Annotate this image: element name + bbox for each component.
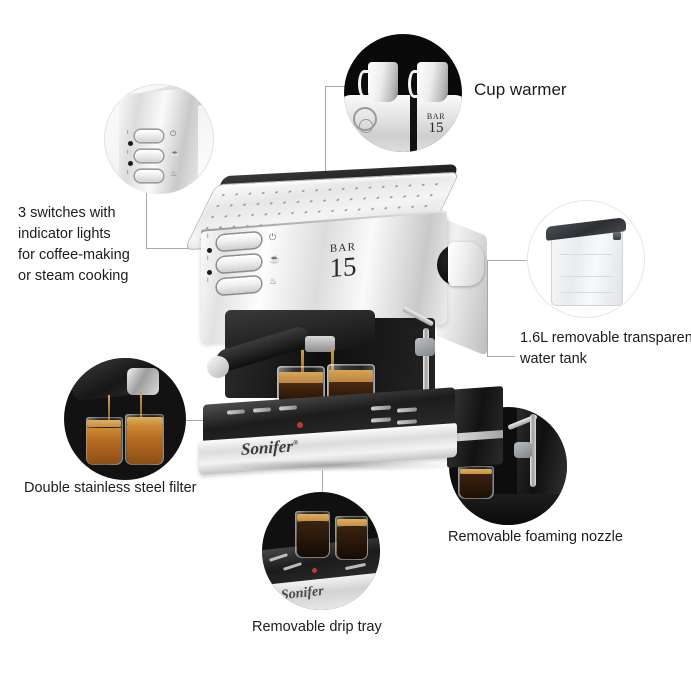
- machine-ground-shadow: [215, 460, 465, 472]
- callout-label-switches: 3 switches with indicator lights for cof…: [18, 205, 130, 284]
- steam-wand-grip-main: [415, 338, 435, 356]
- cup-handle: [358, 69, 371, 98]
- pressure-dial-arc-inner: [359, 118, 374, 133]
- callout-label-double-filter: Double stainless steel filter: [24, 480, 197, 496]
- switch-steam: [134, 169, 164, 182]
- brand-registered-mark: ®: [292, 438, 299, 447]
- espresso-stream-left: [107, 394, 111, 422]
- crema-layer: [336, 518, 367, 526]
- bar-value: 15: [329, 250, 357, 284]
- espresso-glass-back: [335, 515, 369, 561]
- callout-label-cup-warmer: Cup warmer: [474, 80, 567, 99]
- coffee-liquid: [87, 427, 122, 464]
- steam-icon-main: ♨: [269, 276, 278, 286]
- foaming-nozzle-scene: [449, 407, 567, 525]
- cup-body: [367, 62, 399, 103]
- double-filter-scene: [64, 358, 186, 480]
- switch-tick-coffee-main: I: [207, 256, 209, 262]
- bar-15-badge-callout: BAR 15: [412, 112, 459, 136]
- coffee-liquid: [459, 473, 493, 498]
- water-tank-scene: [527, 200, 645, 318]
- switch-tick-power: I: [127, 130, 129, 137]
- crema-layer: [126, 417, 163, 426]
- indicator-light-coffee: [128, 161, 134, 166]
- drip-tray-float-indicator: [311, 567, 317, 573]
- cup-warmer-scene: BAR 15: [344, 34, 462, 152]
- callout-image-double-filter: [64, 358, 186, 480]
- callout-image-cup-warmer: BAR 15: [344, 34, 462, 152]
- indicator-light-power: [128, 141, 134, 147]
- drip-tray: [449, 494, 567, 525]
- switch-power: [134, 130, 164, 143]
- espresso-machine-main-image: BAR 15 I I I ⏻ ☕ ♨: [183, 160, 503, 500]
- drip-tray-float-indicator-main: [297, 422, 303, 428]
- steam-wand-grip: [513, 442, 532, 458]
- steam-wand: [530, 414, 537, 488]
- leader-line-cup-warmer-horizontal: [325, 86, 357, 87]
- portafilter-spout-block: [305, 336, 335, 352]
- machine-dark-band: [410, 90, 418, 152]
- coffee-liquid: [126, 424, 163, 464]
- switch-panel-scene: I I I ⏻ ☕ ♨: [104, 84, 214, 194]
- water-level-mark: [560, 292, 612, 294]
- callout-label-drip-tray: Removable drip tray: [252, 619, 382, 635]
- power-icon: ⏻: [170, 129, 177, 139]
- leader-line-switches-vertical: [146, 193, 147, 248]
- callout-image-water-tank: [527, 200, 645, 318]
- water-tank-body: [550, 230, 624, 306]
- crema-layer: [87, 419, 122, 428]
- crema-layer: [329, 370, 373, 383]
- bar-value: 15: [428, 119, 444, 136]
- steam-icon: ♨: [170, 168, 178, 178]
- espresso-glass-left: [85, 416, 123, 466]
- indicator-light-coffee-main: [207, 270, 212, 275]
- water-level-mark: [560, 254, 612, 256]
- switch-tick-power-main: I: [207, 234, 209, 240]
- switch-tick-steam-main: I: [207, 278, 209, 284]
- brand-name: Sonifer: [241, 436, 293, 460]
- switch-tick-steam: I: [127, 169, 129, 176]
- crema-layer: [279, 372, 323, 385]
- drip-tray-scene: Sonifer: [262, 492, 380, 610]
- callout-image-switches: I I I ⏻ ☕ ♨: [104, 84, 214, 194]
- crema-layer: [459, 469, 493, 475]
- leader-line-cup-warmer-vertical: [325, 86, 326, 186]
- warmed-cup-left: [358, 62, 399, 103]
- espresso-stream-left-main: [301, 350, 304, 380]
- coffee-cup-icon-main: ☕: [269, 254, 281, 264]
- indicator-light-power-main: [207, 248, 212, 253]
- espresso-glass: [458, 466, 494, 500]
- espresso-glass-right: [125, 414, 165, 466]
- coffee-liquid: [336, 526, 367, 559]
- steam-control-knob[interactable]: [448, 242, 484, 286]
- switch-coffee: [134, 150, 164, 163]
- switch-tick-coffee: I: [127, 150, 129, 157]
- portafilter-handle-end-cap: [207, 356, 229, 378]
- espresso-stream-right: [139, 392, 143, 419]
- leader-line-water-tank-horizontal: [487, 260, 529, 261]
- brand-logo-main: Sonifer®: [241, 436, 298, 460]
- bar-15-badge: BAR 15: [313, 240, 373, 283]
- bar-label: BAR: [426, 111, 446, 121]
- callout-label-foaming-nozzle: Removable foaming nozzle: [448, 529, 623, 545]
- espresso-glass-front: [295, 510, 331, 559]
- leader-line-water-tank-vertical: [487, 260, 488, 356]
- power-icon-main: ⏻: [269, 232, 277, 242]
- steam-wand-main[interactable]: [423, 328, 429, 414]
- crema-layer: [296, 513, 329, 522]
- cup-handle: [407, 69, 421, 98]
- chrome-spout-block: [127, 367, 160, 395]
- callout-image-drip-tray: Sonifer: [262, 492, 380, 610]
- espresso-stream-right-main: [331, 348, 334, 378]
- warmed-cup-right: [407, 62, 448, 103]
- coffee-liquid: [296, 521, 329, 557]
- callout-label-water-tank: 1.6L removable transparent water tank: [520, 330, 691, 367]
- cup-body: [417, 62, 448, 103]
- leader-line-water-tank-lower: [487, 356, 515, 357]
- water-tank-latch: [613, 231, 622, 241]
- coffee-cup-icon: ☕: [170, 149, 180, 158]
- water-level-mark: [560, 275, 612, 277]
